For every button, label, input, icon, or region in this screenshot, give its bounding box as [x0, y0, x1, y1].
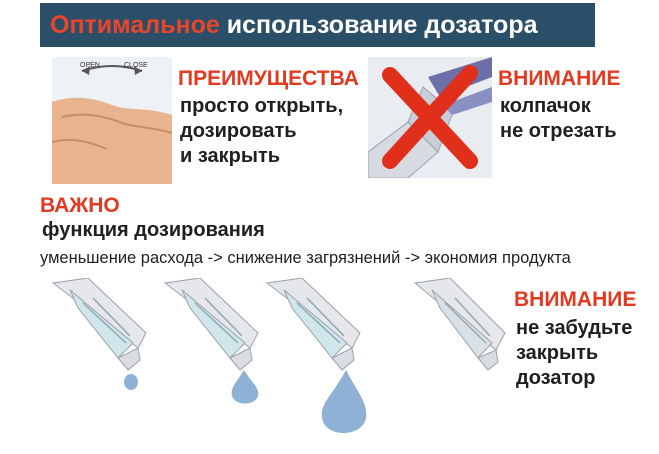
dispenser-tip-large-drop: [262, 278, 392, 448]
close-label: CLOSE: [124, 62, 148, 69]
important-title: ВАЖНО: [40, 194, 120, 217]
warning-cap-text: колпачок не отрезать: [500, 94, 617, 144]
benefits-line-2: дозировать: [180, 120, 297, 142]
title-rest: использование дозатора: [226, 10, 538, 39]
warning-close-title: ВНИМАНИЕ: [514, 288, 637, 311]
warning-close-line-1: не забудьте: [516, 317, 633, 339]
dispenser-tip-closed: [410, 278, 510, 378]
hand-turning-cap-image: OPEN CLOSE: [52, 57, 172, 184]
benefits-text: просто открыть, дозировать и закрыть: [180, 94, 343, 169]
warning-cap-line-2: не отрезать: [500, 120, 617, 142]
warning-close-line-3: дозатор: [516, 367, 596, 389]
important-subtitle: функция дозирования: [42, 219, 265, 241]
dispenser-tip-medium-drop: [160, 278, 270, 408]
dispenser-tip-small-drop: [48, 278, 158, 398]
title-accent: Оптимальное: [50, 10, 220, 39]
header-banner: Оптимальное использование дозатора: [40, 3, 595, 47]
benefits-line-3: и закрыть: [180, 145, 281, 167]
warning-close-line-2: закрыть: [516, 342, 599, 364]
benefit-sequence: уменьшение расхода -> снижение загрязнен…: [40, 249, 571, 267]
open-label: OPEN: [80, 62, 100, 69]
warning-close-text: не забудьте закрыть дозатор: [516, 316, 632, 391]
warning-cap-title: ВНИМАНИЕ: [498, 67, 621, 90]
crossed-scissors-image: [368, 57, 492, 178]
benefits-line-1: просто открыть,: [180, 95, 344, 117]
benefits-title: ПРЕИМУЩЕСТВА: [178, 67, 359, 90]
warning-cap-line-1: колпачок: [500, 95, 591, 117]
